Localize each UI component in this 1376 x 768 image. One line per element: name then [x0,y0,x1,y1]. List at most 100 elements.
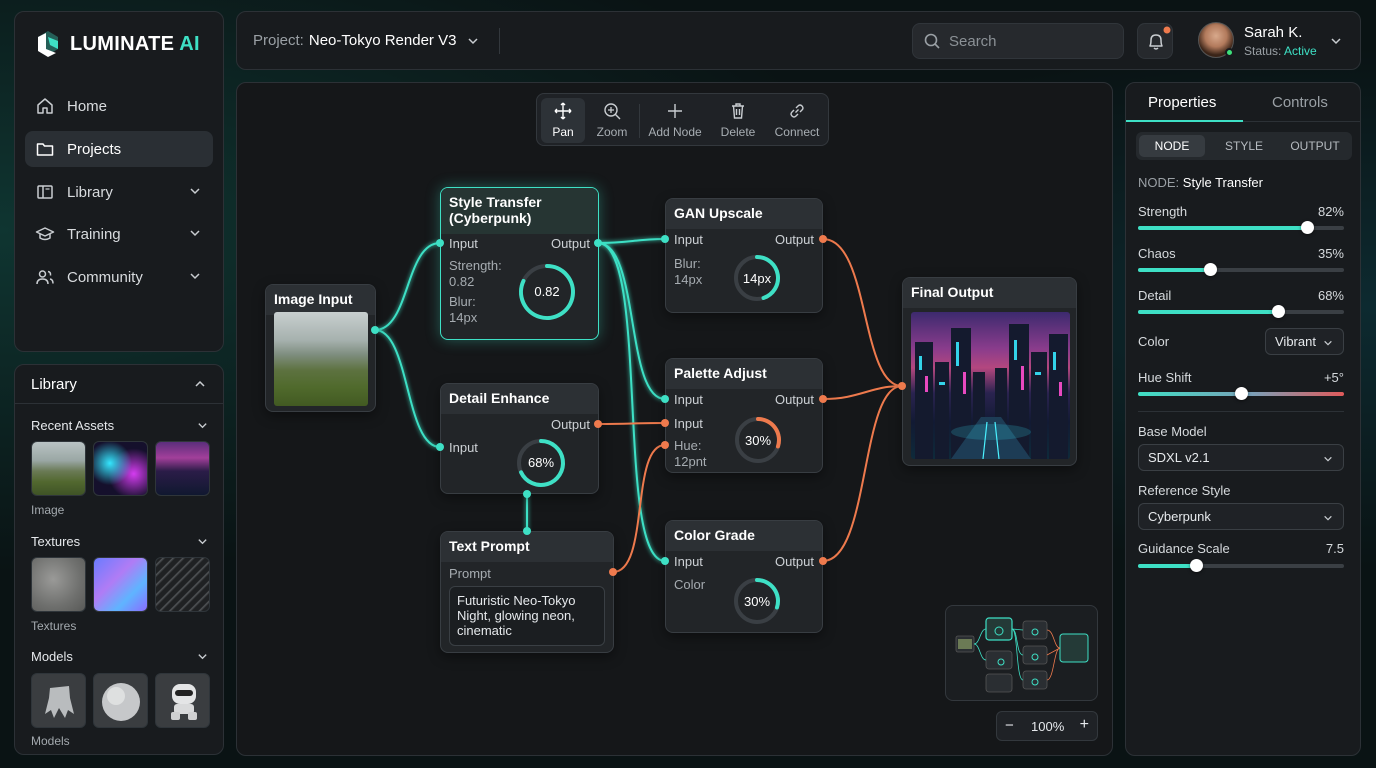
port-input[interactable] [661,235,669,243]
port-top[interactable] [523,527,531,535]
port-input[interactable] [661,395,669,403]
slider-fill [1138,268,1211,272]
node-final-output[interactable]: Final Output [902,277,1077,466]
sidebar-item-library[interactable]: Library [25,174,213,210]
reference-style-select[interactable]: Cyberpunk [1138,503,1344,530]
node-title: Image Input [266,285,375,315]
zoom-in-button[interactable]: + [1079,716,1089,733]
wire-gan-to-final [822,238,903,387]
texture-thumb-wave-pattern[interactable] [155,557,210,612]
sidebar-item-projects[interactable]: Projects [25,131,213,167]
node-text-prompt[interactable]: Text Prompt Prompt Futuristic Neo-Tokyo … [440,531,614,653]
node-name: Style Transfer [1182,175,1263,190]
models-caption: Models [31,734,70,748]
slider-fill [1138,226,1307,230]
zoom-out-button[interactable]: − [1005,717,1014,734]
chevron-up-icon[interactable] [194,378,206,390]
port-output[interactable] [594,239,602,247]
node-image-input[interactable]: Image Input [265,284,376,412]
bell-icon [1149,26,1171,50]
chaos-value: 35% [1317,246,1344,261]
search-input[interactable]: Search [912,23,1124,59]
prompt-textarea[interactable]: Futuristic Neo-Tokyo Night, glowing neon… [449,586,605,646]
node-detail-enhance[interactable]: Detail Enhance Output Input 68% [440,383,599,494]
segment-style[interactable]: STYLE [1224,139,1263,153]
node-style-transfer[interactable]: Style Transfer (Cyberpunk) Input Output … [440,187,599,340]
detail-gauge[interactable] [514,436,568,490]
slider-knob[interactable] [1189,559,1203,572]
chevron-down-icon[interactable] [197,536,208,547]
guidance-scale-value: 7.5 [1325,541,1344,556]
texture-thumb-stone[interactable] [31,557,86,612]
delete-node-button[interactable]: Delete [713,98,763,143]
chevron-down-icon [190,188,200,195]
port-output[interactable] [819,235,827,243]
asset-thumb-landscape[interactable] [31,441,86,496]
color-select[interactable]: Vibrant [1265,328,1344,355]
sidebar-item-community[interactable]: Community [25,259,213,295]
canvas-minimap[interactable] [945,605,1098,701]
library-title: Library [31,376,77,393]
port-output[interactable] [819,557,827,565]
sidebar-item-training[interactable]: Training [25,216,213,252]
segment-output[interactable]: OUTPUT [1290,139,1340,153]
blur-gauge[interactable] [731,252,783,304]
wire-detail-to-palette [597,422,666,425]
texture-thumb-iridescent[interactable] [93,557,148,612]
hue-shift-slider[interactable] [1138,387,1344,400]
port-bottom[interactable] [523,490,531,498]
port-output[interactable] [819,395,827,403]
chevron-down-icon[interactable] [1330,35,1342,47]
strength-gauge[interactable] [515,260,579,324]
blur-value: 14px [674,272,703,287]
home-icon [37,98,53,114]
slider-knob[interactable] [1204,263,1218,276]
chaos-slider[interactable] [1138,263,1344,276]
asset-thumb-neon-city[interactable] [155,441,210,496]
zoom-tool-button[interactable]: Zoom [589,98,635,143]
add-node-button[interactable]: Add Node [643,98,707,143]
port-input[interactable] [436,443,444,451]
slider-knob[interactable] [1272,305,1286,318]
slider-knob[interactable] [1300,221,1314,234]
project-selector[interactable]: Project: Neo-Tokyo Render V3 [253,32,479,49]
gauge-value: 68% [527,455,555,470]
model-thumb-robot[interactable] [155,673,210,728]
port-output[interactable] [594,420,602,428]
chevron-down-icon[interactable] [197,651,208,662]
user-status-label: Status: [1244,44,1282,58]
color-gauge[interactable] [731,575,783,627]
sidebar-item-home[interactable]: Home [25,88,213,124]
port-output[interactable] [371,326,379,334]
strength-slider[interactable] [1138,221,1344,234]
asset-thumb-neon-abstract[interactable] [93,441,148,496]
connect-tool-button[interactable]: Connect [769,98,825,143]
detail-slider[interactable] [1138,305,1344,318]
sphere-model-icon [102,683,140,721]
node-color-grade[interactable]: Color Grade Input Output Color 30% [665,520,823,633]
segment-node[interactable]: NODE [1139,135,1205,157]
port-input[interactable] [661,441,669,449]
port-input[interactable] [898,382,906,390]
base-model-select[interactable]: SDXL v2.1 [1138,444,1344,471]
base-model-label: Base Model [1138,424,1207,439]
model-thumb-creature[interactable] [31,673,86,728]
tab-properties[interactable]: Properties [1148,94,1217,111]
robot-model-icon [171,684,197,720]
port-label-input: Input [674,392,703,407]
node-gan-upscale[interactable]: GAN Upscale Input Output Blur: 14px 14px [665,198,823,313]
pan-tool-button[interactable]: Pan [541,98,585,143]
port-input[interactable] [661,419,669,427]
chevron-down-icon[interactable] [197,420,208,431]
port-output[interactable] [609,568,617,576]
model-thumb-sphere[interactable] [93,673,148,728]
node-palette-adjust[interactable]: Palette Adjust Input Output Input Hue: 1… [665,358,823,473]
port-input[interactable] [436,239,444,247]
hue-gauge[interactable] [732,414,784,466]
notifications-button[interactable] [1137,23,1173,59]
slider-knob[interactable] [1235,387,1248,400]
guidance-scale-slider[interactable] [1138,559,1344,572]
port-input[interactable] [661,557,669,565]
tab-controls[interactable]: Controls [1272,94,1328,111]
